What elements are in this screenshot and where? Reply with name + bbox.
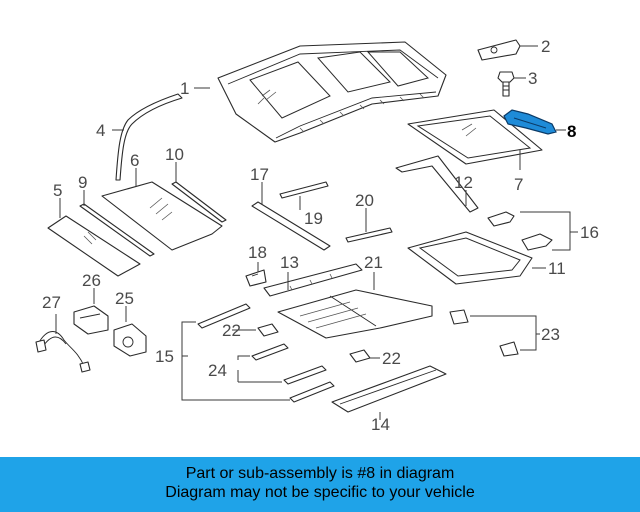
callout-20: 20 (355, 191, 374, 210)
part-19-strip (279, 181, 329, 199)
callout-12: 12 (454, 173, 473, 192)
part-23-brackets (449, 309, 519, 357)
callout-11: 11 (548, 259, 566, 278)
part-16-clips (487, 211, 553, 251)
part-25-motor (113, 323, 147, 357)
callout-22-lower: 22 (382, 349, 401, 368)
callout-24: 24 (208, 361, 227, 380)
callout-7: 7 (514, 175, 523, 194)
part-2-bracket (477, 39, 521, 61)
callout-4: 4 (96, 121, 105, 140)
callout-1: 1 (180, 79, 189, 98)
part-21-sunshade (277, 289, 433, 339)
callout-2: 2 (541, 37, 550, 56)
parts-diagram: 1 2 3 4 5 6 7 8 9 10 11 12 13 14 15 16 1… (35, 37, 599, 434)
part-18-bracket (245, 269, 267, 287)
info-banner: Part or sub-assembly is #8 in diagram Di… (0, 457, 640, 512)
part-22-clips (257, 323, 371, 363)
callout-18: 18 (248, 243, 267, 262)
callout-22-upper: 22 (222, 321, 241, 340)
callout-26: 26 (82, 271, 101, 290)
part-20-strip (345, 227, 393, 243)
callout-5: 5 (53, 181, 62, 200)
part-15-rails (197, 303, 335, 403)
banner-line-2: Diagram may not be specific to your vehi… (165, 484, 475, 501)
callout-3: 3 (528, 69, 537, 88)
part-4-drain-hose (115, 93, 183, 181)
callout-16: 16 (580, 223, 599, 242)
part-27-wire-harness (35, 331, 91, 373)
part-1-roof-panel (217, 41, 447, 143)
callout-13: 13 (280, 253, 299, 272)
callout-17: 17 (250, 165, 269, 184)
callout-9: 9 (78, 173, 87, 192)
part-9-seal-strip (79, 203, 155, 257)
callout-8: 8 (567, 122, 576, 141)
part-12-seal (395, 155, 479, 213)
part-11-frame (407, 231, 533, 285)
leader-lines (55, 45, 578, 420)
callout-14: 14 (371, 415, 390, 434)
callout-19: 19 (304, 209, 323, 228)
callout-27: 27 (42, 293, 61, 312)
callout-25: 25 (115, 289, 134, 308)
part-6-glass-panel (101, 181, 223, 251)
part-26-switch (73, 305, 109, 335)
part-3-bolt (497, 71, 515, 97)
callout-6: 6 (130, 151, 139, 170)
part-14-rail (331, 365, 447, 413)
callout-21: 21 (364, 253, 383, 272)
part-10-seal-strip (171, 181, 227, 223)
callout-10: 10 (165, 145, 184, 164)
part-5-glass-panel (47, 215, 141, 277)
part-8-highlighted-part (503, 109, 557, 135)
banner-line-1: Part or sub-assembly is #8 in diagram (185, 465, 455, 482)
part-17-rail (251, 201, 331, 251)
part-13-guide-rail (263, 263, 363, 297)
callout-23: 23 (541, 325, 560, 344)
callout-15: 15 (155, 347, 174, 366)
